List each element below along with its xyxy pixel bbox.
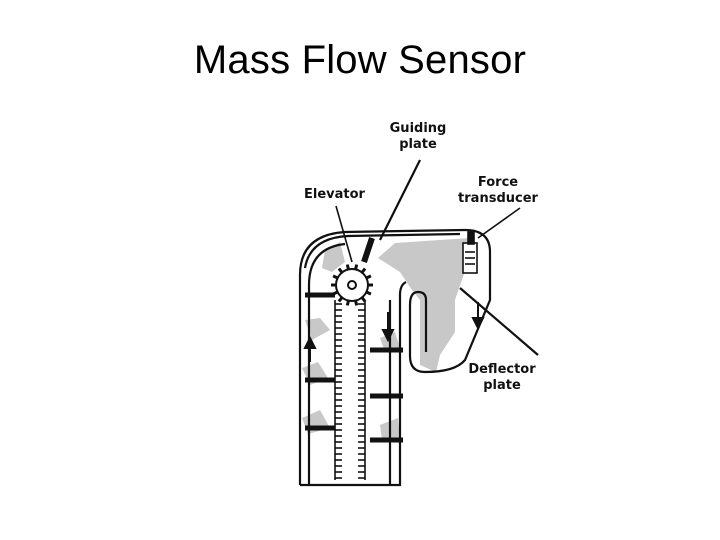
label-force-transducer: Force transducer — [458, 175, 538, 206]
label-deflector-plate-line2: plate — [483, 378, 521, 393]
grain-fill — [302, 238, 470, 440]
elevator-paddles — [305, 292, 403, 443]
sprocket-tooth — [360, 295, 367, 303]
label-force-transducer-line1: Force — [478, 175, 518, 190]
sprocket-tooth — [353, 264, 359, 271]
sprocket-tooth — [353, 299, 359, 306]
deflector-plate — [459, 287, 539, 356]
elevator-sprocket — [331, 237, 375, 306]
label-force-transducer-line2: transducer — [458, 191, 538, 206]
sprocket-tooth — [332, 290, 340, 296]
sprocket-tooth — [345, 299, 351, 306]
force-transducer — [462, 207, 521, 274]
label-guiding-plate: Guiding plate — [390, 121, 447, 152]
label-elevator: Elevator — [304, 187, 366, 202]
elevator-chain — [334, 300, 366, 480]
label-guiding-plate-line2: plate — [399, 137, 437, 152]
elevator-housing — [298, 228, 492, 487]
flow-arrows — [303, 302, 485, 362]
sprocket-tooth — [345, 264, 351, 271]
sprocket-tooth — [360, 267, 367, 275]
label-deflector-plate: Deflector plate — [468, 362, 536, 393]
sprocket-tooth — [337, 267, 344, 275]
label-deflector-plate-line1: Deflector — [468, 362, 536, 377]
sprocket-tooth — [364, 290, 372, 296]
label-elevator-text: Elevator — [304, 187, 366, 202]
slide-title: Mass Flow Sensor — [193, 38, 527, 82]
sprocket-tooth — [364, 274, 372, 280]
sprocket-tooth — [332, 274, 340, 280]
label-guiding-plate-line1: Guiding — [390, 121, 447, 136]
sprocket-tooth — [337, 295, 344, 303]
leader-lines — [335, 205, 353, 263]
guiding-plate — [303, 159, 461, 269]
